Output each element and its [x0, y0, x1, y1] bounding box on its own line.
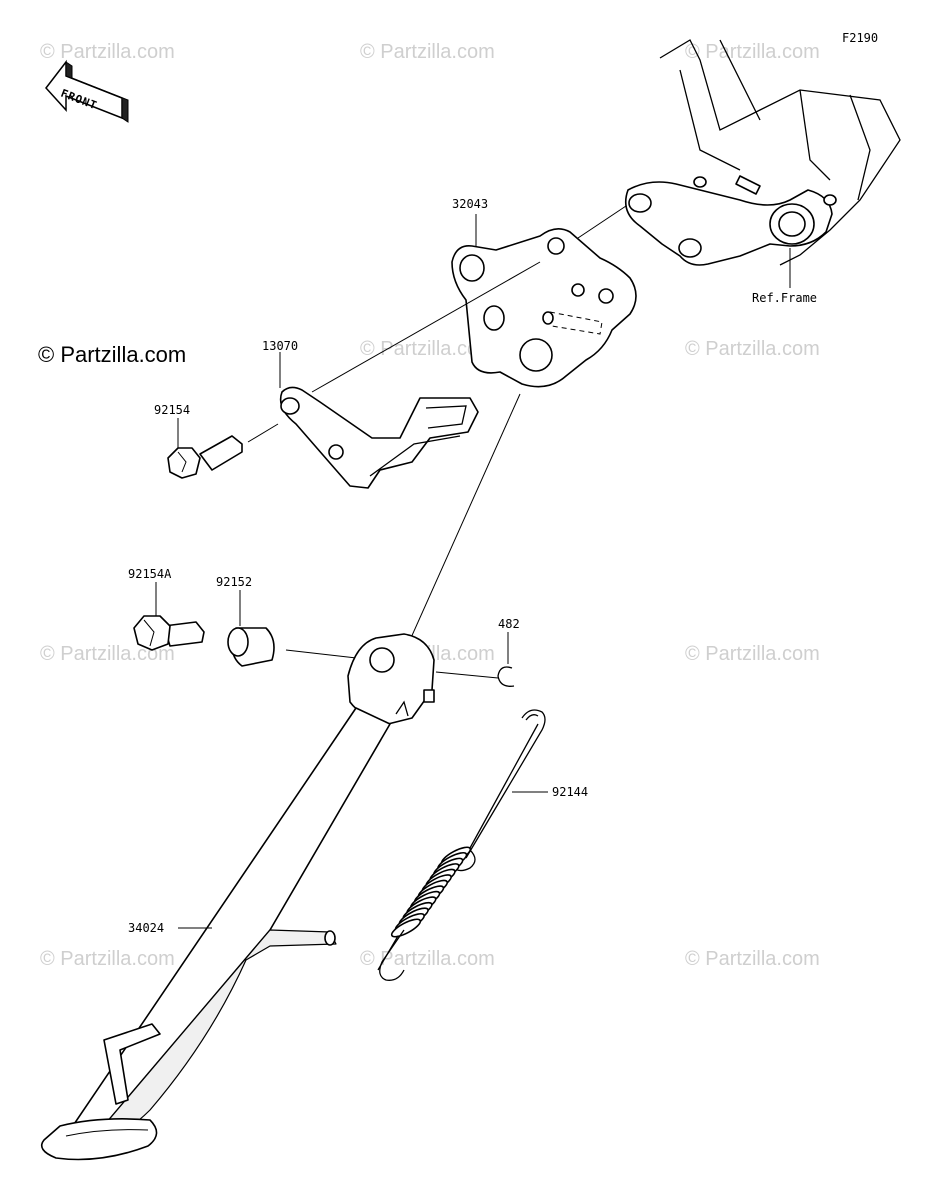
spring-coil — [390, 918, 422, 938]
part-label-92152: 92152 — [216, 575, 252, 589]
part-label-13070: 13070 — [262, 339, 298, 353]
part-92152-collar: 92152 — [216, 575, 375, 667]
part-482-circlip: 482 — [435, 617, 520, 687]
part-92154-bolt: 92154 — [154, 403, 279, 479]
spring-coils — [390, 846, 472, 938]
frame-reference: Ref.Frame — [624, 39, 901, 305]
part-32043-bracket: 32043 — [451, 197, 637, 388]
part-92144-spring: 92144 — [377, 709, 588, 981]
part-label-34024: 34024 — [128, 921, 164, 935]
front-arrow-icon: FRONT — [45, 59, 129, 123]
watermark: © Partzilla.com — [40, 948, 175, 970]
watermark: © Partzilla.com — [360, 41, 495, 63]
watermark: © Partzilla.com — [360, 948, 495, 970]
part-label-32043: 32043 — [452, 197, 488, 211]
diagram-code: F2190 — [842, 31, 878, 45]
watermark: © Partzilla.com — [685, 643, 820, 665]
part-label-482: 482 — [498, 617, 520, 631]
ref-frame-label: Ref.Frame — [752, 291, 817, 305]
part-label-92154: 92154 — [154, 403, 190, 417]
part-label-92144: 92144 — [552, 785, 588, 799]
part-92154a-bolt: 92154A — [128, 567, 205, 651]
part-34024-side-stand: 34024 — [40, 633, 435, 1161]
watermark: © Partzilla.com — [685, 41, 820, 63]
part-label-92154A: 92154A — [128, 567, 172, 581]
part-13070-switch-bracket: 13070 — [262, 339, 479, 489]
watermark: © Partzilla.com — [360, 338, 495, 360]
watermark: © Partzilla.com — [685, 338, 820, 360]
watermark: © Partzilla.com — [685, 948, 820, 970]
watermark: © Partzilla.com — [40, 41, 175, 63]
copyright-label: © Partzilla.com — [38, 342, 186, 367]
watermark: © Partzilla.com — [40, 643, 175, 665]
